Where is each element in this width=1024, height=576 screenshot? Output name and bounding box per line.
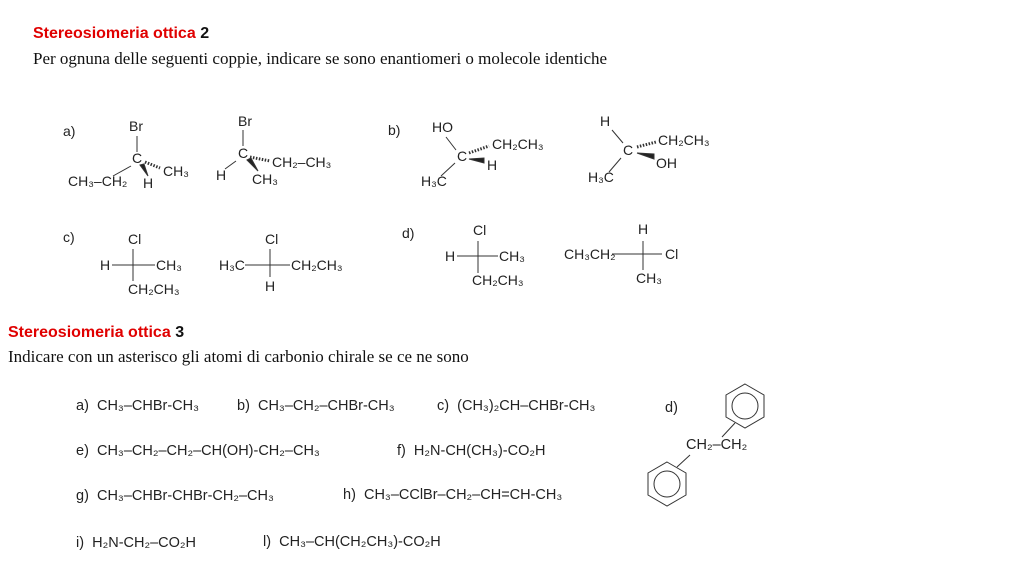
item-label: e) <box>76 443 89 459</box>
atom: H <box>487 157 498 173</box>
exercise-item-l: l) CH₃–CH(CH₂CH₃)-CO₂H <box>263 535 441 550</box>
atom: OH <box>656 155 677 171</box>
atom: H <box>143 175 154 191</box>
atom: CH₂CH₃ <box>128 281 180 297</box>
exercise-item-g: g) CH₃–CHBr-CHBr-CH₂–CH₃ <box>76 489 274 504</box>
item-formula: CH₃–CH(CH₂CH₃)-CO₂H <box>279 534 441 550</box>
section3-number: 3 <box>175 324 185 341</box>
item-label: b) <box>237 398 250 414</box>
atom: CH₃ <box>252 171 278 187</box>
exercise-item-d-formula: CH₂–CH₂ <box>686 437 748 453</box>
section3-instruction: Indicare con un asterisco gli atomi di c… <box>8 347 469 366</box>
atom: CH₂CH₃ <box>492 136 544 152</box>
exercise-item-f: f) H₂N-CH(CH₃)-CO₂H <box>397 444 545 459</box>
atom: H <box>100 257 111 273</box>
atom: CH₂CH₃ <box>658 132 710 148</box>
atom: Cl <box>265 231 279 247</box>
section3-title: Stereosiomeria ottica 3 <box>8 325 184 341</box>
item-label: i) <box>76 535 85 551</box>
item-formula: H₂N-CH(CH₃)-CO₂H <box>413 443 546 459</box>
item-formula: CH₃–CH₂–CH₂–CH(OH)-CH₂–CH₃ <box>96 443 320 459</box>
atom: CH₂CH₃ <box>291 257 343 273</box>
atom: Br <box>238 113 252 129</box>
exercise-item-a: a) CH₃–CHBr-CH₃ <box>76 399 199 414</box>
section2-title-text: Stereosiomeria ottica <box>33 25 196 42</box>
atom: H₃C <box>219 257 245 273</box>
item-label: f) <box>397 443 406 459</box>
atom: C <box>457 148 468 164</box>
atom: CH₃ <box>156 257 182 273</box>
pair-c-label: c) <box>63 229 75 245</box>
exercise-item-b: b) CH₃–CH₂–CHBr-CH₃ <box>237 399 395 414</box>
item-label: g) <box>76 488 89 504</box>
item-formula: H₂N-CH₂–CO₂H <box>92 535 197 551</box>
item-label: l) <box>263 534 272 550</box>
benzene-ring-top <box>721 383 765 438</box>
atom: Br <box>129 118 143 134</box>
section3-title-text: Stereosiomeria ottica <box>8 324 171 341</box>
exercise-item-h: h) CH₃–CClBr–CH₂–CH=CH-CH₃ <box>343 488 562 503</box>
atom: H₃C <box>421 173 447 189</box>
exercise-item-d-label: d) <box>665 400 678 416</box>
item-label: a) <box>76 398 89 414</box>
item-formula: CH₃–CHBr-CHBr-CH₂–CH₃ <box>96 488 274 504</box>
section2-instruction: Per ognuna delle seguenti coppie, indica… <box>33 49 608 68</box>
atom: CH₂–CH₃ <box>272 154 332 170</box>
benzene-ring-bottom <box>647 454 691 507</box>
atom: CH₃ <box>163 163 189 179</box>
atom: C <box>623 142 634 158</box>
item-formula: CH₃–CH₂–CHBr-CH₃ <box>257 398 395 414</box>
atom: CH₃ <box>636 270 662 286</box>
atom: H <box>265 278 276 294</box>
item-label: h) <box>343 487 356 503</box>
atom: H <box>600 113 611 129</box>
atom: C <box>238 145 249 161</box>
item-label: c) <box>437 398 450 414</box>
item-formula: CH₃–CHBr-CH₃ <box>96 398 199 414</box>
atom: Cl <box>665 246 679 262</box>
atom: H₃C <box>588 169 614 185</box>
atom: Cl <box>128 231 142 247</box>
section2-title: Stereosiomeria ottica 2 <box>33 26 209 42</box>
item-formula: CH₃–CClBr–CH₂–CH=CH-CH₃ <box>363 487 563 503</box>
atom: H <box>445 248 456 264</box>
atom: H <box>638 221 649 237</box>
exercise-item-i: i) H₂N-CH₂–CO₂H <box>76 536 196 551</box>
atom: CH₃CH₂ <box>564 246 616 262</box>
exercise-item-e: e) CH₃–CH₂–CH₂–CH(OH)-CH₂–CH₃ <box>76 444 320 459</box>
item-formula: (CH₃)₂CH–CHBr-CH₃ <box>457 398 596 414</box>
atom: C <box>132 150 143 166</box>
atom: CH₃–CH₂ <box>68 173 128 189</box>
atom: Cl <box>473 222 487 238</box>
atom: CH₃ <box>499 248 525 264</box>
atom: CH₂CH₃ <box>472 272 524 288</box>
pair-a-label: a) <box>63 123 76 139</box>
exercise-item-c: c) (CH₃)₂CH–CHBr-CH₃ <box>437 399 595 414</box>
pair-d-label: d) <box>402 225 415 241</box>
section2-number: 2 <box>200 25 210 42</box>
atom: H <box>216 167 227 183</box>
pair-b-label: b) <box>388 122 401 138</box>
atom: HO <box>432 119 453 135</box>
